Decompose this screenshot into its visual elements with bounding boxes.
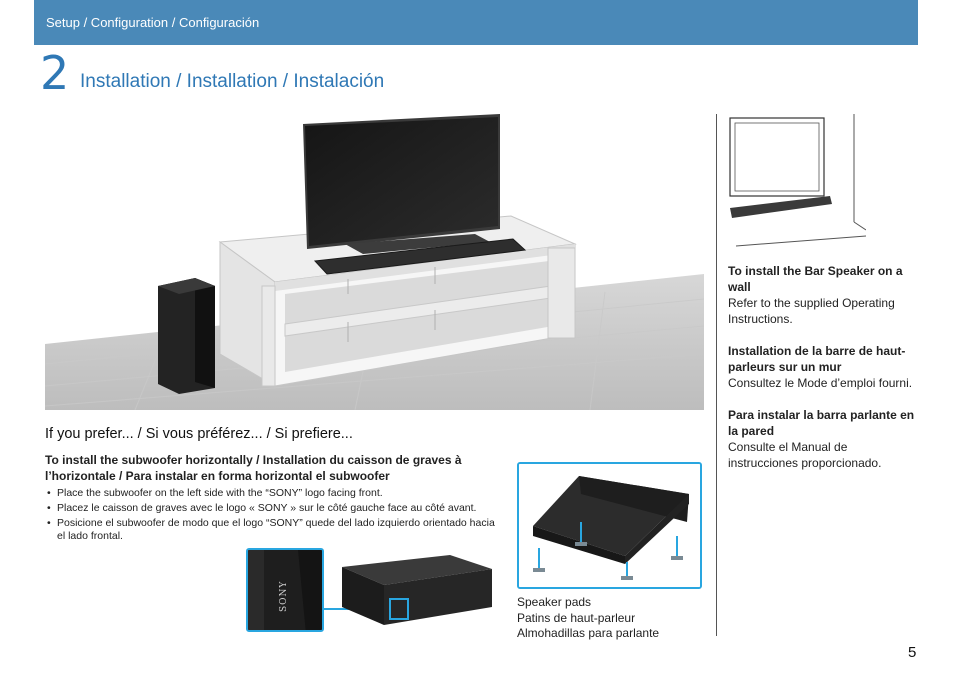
horizontal-subwoofer-illustration bbox=[324, 555, 492, 625]
bar-speaker bbox=[313, 238, 527, 275]
tv-stand bbox=[218, 215, 577, 387]
bullet-item: Place the subwoofer on the left side wit… bbox=[45, 487, 495, 500]
logo-highlight bbox=[389, 598, 409, 620]
logo-zoom-illustration: SONY bbox=[248, 550, 322, 630]
speaker-pads-box bbox=[517, 462, 702, 589]
speaker-pad bbox=[575, 542, 587, 546]
wall-bar-speaker bbox=[730, 196, 832, 218]
bullet-item: Placez le caisson de graves avec le logo… bbox=[45, 502, 495, 515]
wall-note-es: Para instalar la barra parlante en la pa… bbox=[728, 407, 918, 471]
speaker-pad bbox=[671, 556, 683, 560]
page-number: 5 bbox=[908, 644, 917, 661]
wall-note-title: Installation de la barre de haut-parleur… bbox=[728, 344, 906, 374]
wall-install-notes: To install the Bar Speaker on a wall Ref… bbox=[728, 263, 918, 487]
sony-logo-text: SONY bbox=[279, 581, 289, 612]
tv-stand-illustration bbox=[45, 114, 704, 410]
speaker-pad bbox=[621, 576, 633, 580]
pads-caption-line: Speaker pads bbox=[517, 595, 592, 609]
speaker-pads-illustration bbox=[519, 464, 700, 587]
horizontal-install-heading: To install the subwoofer horizontally / … bbox=[45, 453, 462, 483]
wall-note-title: Para instalar la barra parlante en la pa… bbox=[728, 408, 915, 438]
wall-note-body: Consulte el Manual de instrucciones prop… bbox=[728, 440, 882, 470]
wall-note-body: Refer to the supplied Operating Instruct… bbox=[728, 296, 895, 326]
bullet-item: Posicione el subwoofer de modo que el lo… bbox=[45, 517, 495, 543]
subwoofer-side bbox=[384, 569, 492, 625]
header-bar: Setup / Configuration / Configuración bbox=[34, 0, 918, 45]
wall-mount-illustration bbox=[729, 114, 866, 247]
pads-caption-line: Almohadillas para parlante bbox=[517, 626, 660, 640]
wall-note-title: To install the Bar Speaker on a wall bbox=[728, 264, 903, 294]
pads-caption-line: Patins de haut-parleur bbox=[517, 610, 636, 625]
speaker-pad bbox=[533, 568, 545, 572]
wall-note-fr: Installation de la barre de haut-parleur… bbox=[728, 343, 918, 391]
tv bbox=[303, 114, 500, 254]
section-title: Installation / Installation / Instalació… bbox=[80, 71, 385, 92]
section-number: 2 bbox=[40, 46, 70, 100]
subwoofer-top bbox=[342, 555, 492, 585]
column-divider bbox=[716, 114, 717, 636]
logo-zoom-box: SONY bbox=[246, 548, 324, 632]
breadcrumb: Setup / Configuration / Configuración bbox=[46, 15, 260, 30]
horizontal-install-bullets: Place the subwoofer on the left side wit… bbox=[45, 487, 495, 545]
wall-note-body: Consultez le Mode d’emploi fourni. bbox=[728, 376, 913, 390]
speaker-pads-caption: Speaker pads Patins de haut-parleur Almo… bbox=[517, 595, 659, 642]
wall-note-en: To install the Bar Speaker on a wall Ref… bbox=[728, 263, 918, 327]
subwoofer bbox=[158, 278, 215, 394]
subwoofer-front bbox=[342, 567, 384, 625]
prefer-heading: If you prefer... / Si vous préférez... /… bbox=[45, 426, 353, 442]
